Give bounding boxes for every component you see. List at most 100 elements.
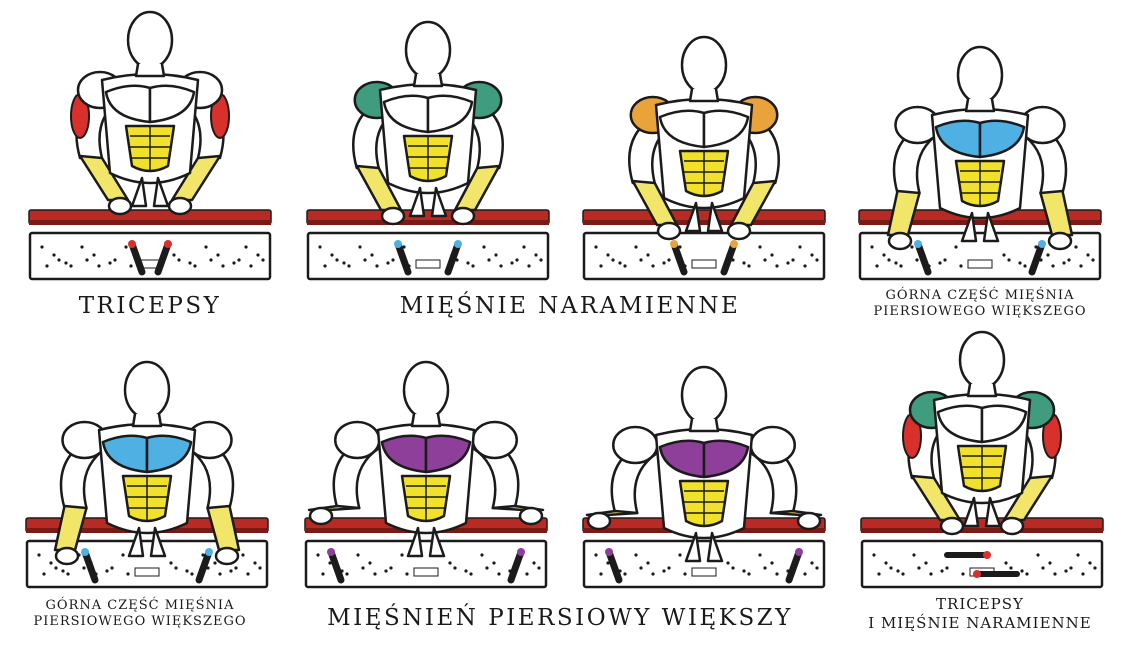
handle-cap: [128, 240, 136, 248]
board-hole: [402, 245, 406, 249]
board-hole: [246, 572, 250, 576]
hand: [450, 206, 476, 226]
board-hole: [92, 253, 96, 257]
board-hole: [770, 253, 774, 257]
leg: [408, 186, 426, 218]
board-hole: [499, 264, 503, 268]
hand: [518, 506, 544, 526]
board-hole: [1046, 253, 1050, 257]
board-hole: [594, 553, 598, 557]
board-hole: [634, 245, 638, 249]
board-hole: [485, 566, 489, 570]
board-hole: [124, 245, 128, 249]
board-hole: [623, 572, 627, 576]
board-hole: [662, 569, 666, 573]
board-hole: [466, 261, 470, 265]
board-hole: [961, 572, 965, 576]
board-hole: [204, 245, 208, 249]
board-hole: [1036, 553, 1040, 557]
board-hole: [1093, 566, 1097, 570]
handle: [670, 240, 688, 276]
board-hole: [803, 264, 807, 268]
board-hole: [448, 561, 452, 565]
handle-cap: [517, 548, 525, 556]
hand: [380, 206, 406, 226]
board-hole: [775, 572, 779, 576]
board-hole: [884, 561, 888, 565]
board-hole: [356, 553, 360, 557]
board-hole: [618, 261, 622, 265]
board-hole: [882, 253, 886, 257]
board-hole: [1088, 561, 1092, 565]
board-hole: [241, 553, 245, 557]
hand: [656, 221, 682, 241]
board-panel: [582, 231, 826, 281]
pushup-panel-4: [858, 45, 1102, 281]
board-hole: [482, 245, 486, 249]
board-hole: [887, 258, 891, 262]
pushup-panel-2: [306, 20, 550, 281]
head: [402, 360, 450, 420]
board-hole: [1025, 572, 1029, 576]
board-hole: [599, 572, 603, 576]
handle: [154, 240, 172, 276]
board-hole: [221, 264, 225, 268]
head: [123, 360, 171, 420]
board-hole: [775, 264, 779, 268]
chest-muscle: [101, 434, 149, 474]
board-hole: [347, 264, 351, 268]
handle: [81, 548, 99, 584]
board-hole: [256, 253, 260, 257]
head: [404, 20, 452, 80]
board-hole: [924, 561, 928, 565]
board-hole: [342, 261, 346, 265]
hand: [939, 516, 965, 536]
label-upper-chest-1: GÓRNA CZĘŚĆ MIĘŚNIA PIERSIOWEGO WIĘKSZEG…: [855, 288, 1105, 321]
board-hole: [494, 253, 498, 257]
neck: [688, 417, 720, 433]
board-hole: [1067, 258, 1071, 262]
board-hole: [400, 553, 404, 557]
neck: [410, 412, 442, 428]
handle: [785, 548, 803, 584]
board-hole: [49, 561, 53, 565]
board-hole: [798, 245, 802, 249]
chest-muscle: [702, 109, 750, 149]
neck: [412, 72, 444, 88]
head: [126, 10, 174, 70]
chest-muscle: [145, 434, 193, 474]
board-hole: [389, 566, 393, 570]
handle-cap: [670, 240, 678, 248]
handle-cap: [81, 548, 89, 556]
hand: [999, 516, 1025, 536]
board-hole: [358, 245, 362, 249]
pushup-panel-8: [860, 330, 1104, 589]
pushup-panel-5: [25, 360, 269, 589]
board-hole: [330, 253, 334, 257]
board-holes: [872, 553, 1097, 576]
board-hole: [791, 258, 795, 262]
pushup-panel-3: [582, 35, 826, 281]
head: [958, 330, 1006, 390]
board-hole: [1002, 253, 1006, 257]
board-hole: [1009, 566, 1013, 570]
hand: [1047, 231, 1073, 251]
pushup-panel-7: [582, 365, 826, 589]
label-triceps: TRICEPSY: [78, 293, 222, 319]
handle: [605, 548, 623, 584]
board-hole: [391, 258, 395, 262]
label-upper-chest-2: GÓRNA CZĘŚĆ MIĘŚNIA PIERSIOWEGO WIĘKSZEG…: [15, 598, 265, 631]
board-hole: [85, 258, 89, 262]
chest-muscle: [382, 94, 430, 134]
board-hole: [634, 553, 638, 557]
board-hole: [405, 572, 409, 576]
handle: [327, 548, 345, 584]
board-hole: [525, 572, 529, 576]
board-hole: [188, 261, 192, 265]
board-hole: [469, 572, 473, 576]
board-hole: [335, 258, 339, 262]
board-hole: [910, 245, 914, 249]
hand: [167, 196, 193, 216]
label-triceps-deltoids-line2: I MIĘŚNIE NARAMIENNE: [868, 613, 1092, 632]
